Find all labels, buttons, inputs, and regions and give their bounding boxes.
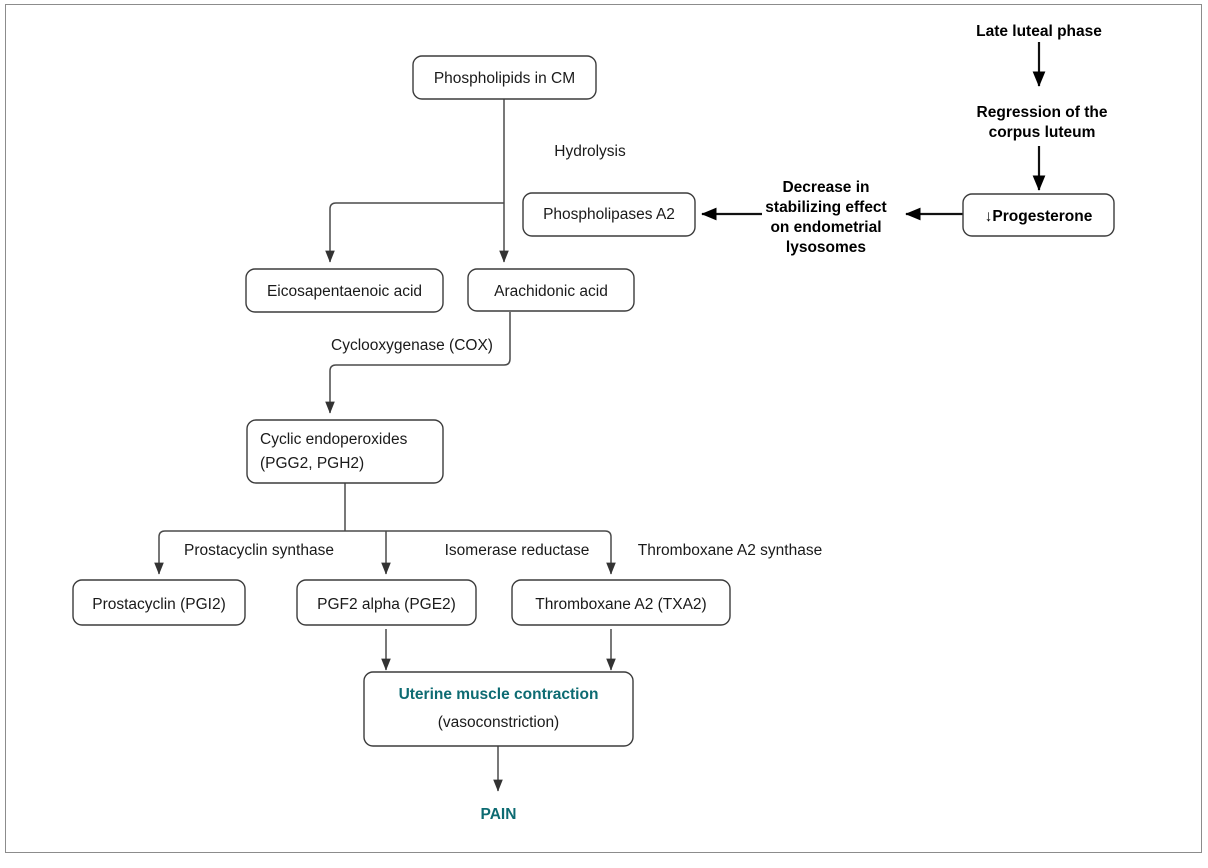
edge-label-hydrolysis: Hydrolysis [554, 143, 626, 160]
node-regression-corpus-luteum: Regression of the corpus luteum [977, 104, 1108, 141]
node-endoperoxides-line1: Cyclic endoperoxides [260, 431, 408, 448]
connector-to-eicosapentaenoic [325, 202, 504, 263]
node-pgf2alpha-label: PGF2 alpha (PGE2) [317, 596, 456, 613]
node-late-luteal-phase: Late luteal phase [976, 23, 1102, 40]
node-pgf2-alpha-pge2[interactable]: PGF2 alpha (PGE2) [296, 579, 477, 626]
node-phospholipases-label: Phospholipases A2 [543, 206, 675, 223]
node-uterine-muscle-contraction[interactable]: Uterine muscle contraction (vasoconstric… [363, 671, 634, 747]
node-arachidonic-acid[interactable]: Arachidonic acid [467, 268, 635, 312]
node-pain-label: PAIN [481, 806, 517, 823]
node-phospholipids-label: Phospholipids in CM [434, 70, 575, 87]
node-progesterone-label: ↓Progesterone [985, 208, 1093, 225]
connector-to-prostacyclin [154, 530, 166, 575]
node-decrease-stabilizing-effect: Decrease in stabilizing effect on endome… [765, 179, 886, 256]
node-phospholipases-a2[interactable]: Phospholipases A2 [522, 192, 696, 237]
edge-label-thromboxane-synthase: Thromboxane A2 synthase [638, 542, 822, 559]
connector-to-thromboxane [604, 530, 616, 575]
node-thromboxane-a2-txa2[interactable]: Thromboxane A2 (TXA2) [511, 579, 731, 626]
node-decrease-line3: on endometrial [770, 219, 881, 236]
node-endoperoxides-line2: (PGG2, PGH2) [260, 455, 364, 472]
node-phospholipids-in-cm[interactable]: Phospholipids in CM [412, 55, 597, 100]
node-regression-line1: Regression of the [977, 104, 1108, 121]
node-eicosapentaenoic-label: Eicosapentaenoic acid [267, 283, 422, 300]
node-decrease-line4: lysosomes [786, 239, 866, 256]
node-arachidonic-label: Arachidonic acid [494, 283, 608, 300]
connector-cox-elbow [325, 312, 511, 414]
node-regression-line2: corpus luteum [989, 124, 1096, 141]
node-eicosapentaenoic-acid[interactable]: Eicosapentaenoic acid [245, 268, 444, 313]
node-progesterone[interactable]: ↓Progesterone [962, 193, 1115, 237]
edge-label-isomerase-reductase: Isomerase reductase [445, 542, 590, 559]
node-uterine-line2: (vasoconstriction) [438, 714, 559, 731]
edge-label-cyclooxygenase: Cyclooxygenase (COX) [331, 337, 493, 354]
node-prostacyclin-label: Prostacyclin (PGI2) [92, 596, 226, 613]
node-prostacyclin-pgi2[interactable]: Prostacyclin (PGI2) [72, 579, 246, 626]
node-thromboxane-label: Thromboxane A2 (TXA2) [535, 596, 706, 613]
node-uterine-line1: Uterine muscle contraction [399, 686, 599, 703]
node-decrease-line2: stabilizing effect [765, 199, 886, 216]
node-decrease-line1: Decrease in [782, 179, 869, 196]
edge-label-prostacyclin-synthase: Prostacyclin synthase [184, 542, 334, 559]
node-cyclic-endoperoxides[interactable]: Cyclic endoperoxides (PGG2, PGH2) [246, 419, 444, 484]
